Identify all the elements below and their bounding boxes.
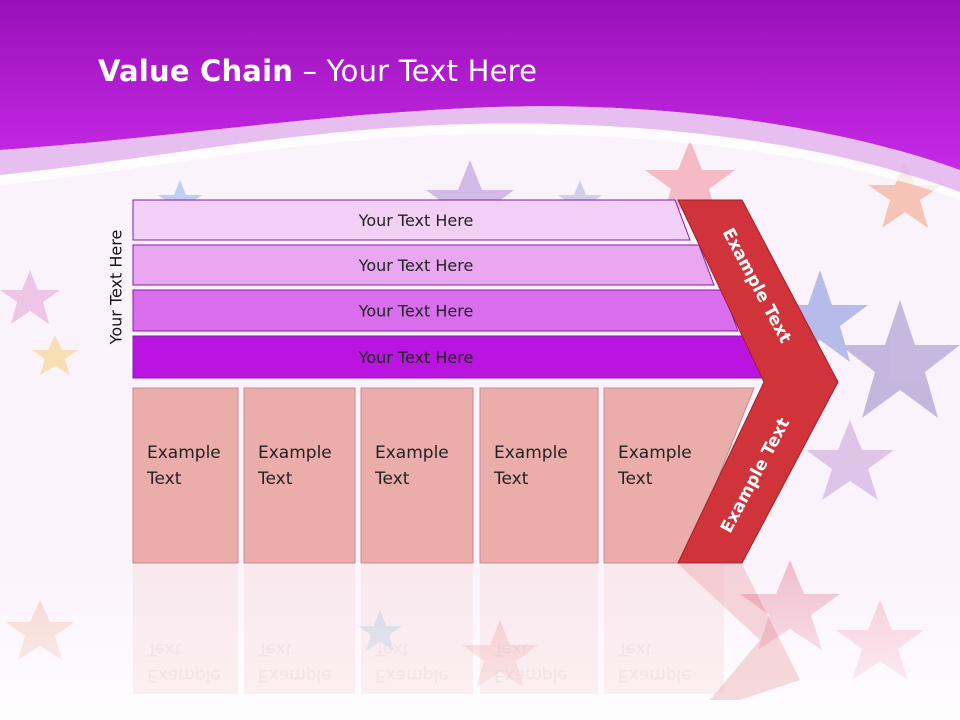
activity-box-4-line2: Text	[493, 469, 529, 489]
activity-box-3-reflection-line1: Example	[375, 665, 449, 685]
activity-box-2-line1: Example	[258, 443, 332, 463]
activity-box-4-reflection-line2: Text	[493, 639, 529, 659]
activity-box-1-reflection-line2: Text	[146, 639, 182, 659]
activity-box-4-reflection	[480, 564, 598, 694]
margin-chevron-shape	[677, 199, 839, 564]
activity-box-2-reflection	[244, 564, 355, 694]
margin-chevron-reflection	[678, 564, 800, 700]
activity-box-3-reflection	[361, 564, 473, 694]
activity-box-2	[243, 387, 356, 564]
activity-box-3-line2: Text	[374, 469, 410, 489]
activity-box-3-line1: Example	[375, 443, 449, 463]
activity-box-5-line1: Example	[618, 443, 692, 463]
activity-box-2-reflection-line2: Text	[257, 639, 293, 659]
support-bar-2-label: Your Text Here	[358, 256, 474, 275]
activity-box-5-line2: Text	[617, 469, 653, 489]
activity-box-3-reflection-line2: Text	[374, 639, 410, 659]
activity-box-1-line2: Text	[146, 469, 182, 489]
support-bar-3	[132, 289, 739, 332]
activity-box-1-reflection-line1: Example	[147, 665, 221, 685]
activity-box-2-reflection-line1: Example	[258, 665, 332, 685]
title-rest: – Your Text Here	[293, 54, 538, 88]
slide-title: Value Chain – Your Text Here	[98, 54, 537, 88]
support-bar-1	[132, 199, 691, 241]
support-bar-1-label: Your Text Here	[358, 211, 474, 230]
activity-box-5-reflection	[604, 564, 724, 694]
activity-box-1-line1: Example	[147, 443, 221, 463]
support-bar-3-label: Your Text Here	[358, 302, 474, 321]
activity-box-1	[132, 387, 239, 564]
activity-box-5-reflection-line2: Text	[617, 639, 653, 659]
title-bold: Value Chain	[98, 54, 294, 88]
activity-box-3	[360, 387, 474, 564]
activity-box-4	[479, 387, 599, 564]
activity-box-2-line2: Text	[257, 469, 293, 489]
support-bar-2	[132, 244, 715, 286]
activity-box-1-reflection	[133, 564, 238, 694]
activity-box-4-reflection-line1: Example	[494, 665, 568, 685]
activity-box-5-reflection-line1: Example	[618, 665, 692, 685]
support-bar-4-label: Your Text Here	[358, 348, 474, 367]
activity-box-4-line1: Example	[494, 443, 568, 463]
